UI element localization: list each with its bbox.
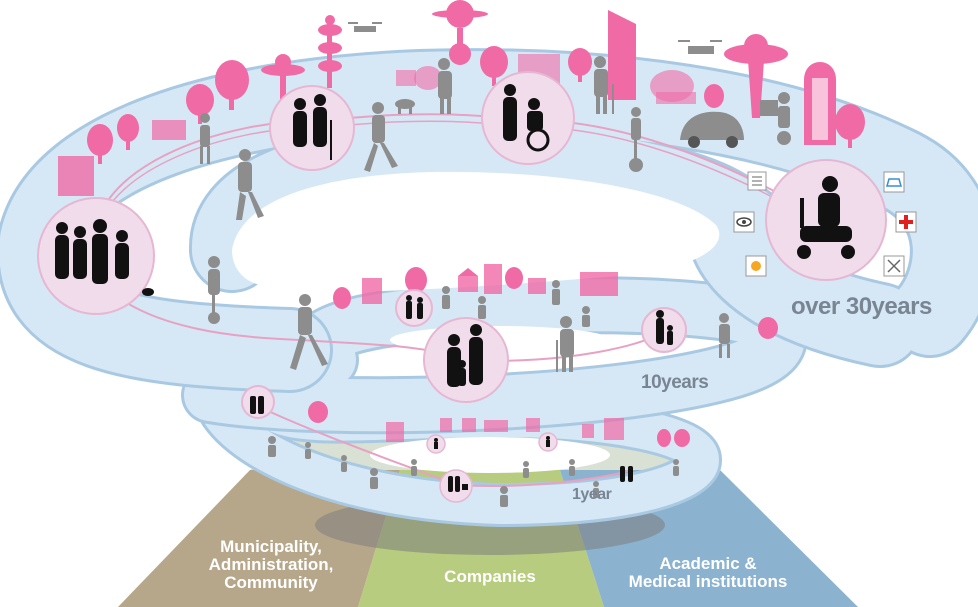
building-icon <box>604 418 624 440</box>
globe-tower-icon <box>432 0 488 65</box>
tree-icon <box>215 60 249 110</box>
tree-icon <box>758 317 778 339</box>
service-icons <box>733 171 917 277</box>
bubble-small-family <box>395 289 433 327</box>
bubble-stroller-family <box>439 469 473 503</box>
drone-icon <box>348 22 382 32</box>
person-walking-icon <box>364 102 398 172</box>
person-walking-icon <box>236 149 264 220</box>
car-icon <box>883 171 905 193</box>
life-stage-bubbles <box>37 71 887 503</box>
grey-figures <box>200 56 791 507</box>
person-running-icon <box>370 468 378 489</box>
person-icon <box>478 296 486 319</box>
tree-icon <box>405 267 427 293</box>
autonomous-car-icon <box>680 111 744 148</box>
bubble-infant-stage <box>426 434 446 454</box>
stakeholder-label-academic: Academic & Medical institutions <box>628 554 788 591</box>
person-icon <box>442 286 450 309</box>
elderly-couple-silhouette-icon <box>293 94 332 160</box>
person-icon <box>552 280 560 305</box>
bubble-toddler-stage <box>538 432 558 452</box>
bubble-young-family <box>423 317 509 403</box>
utensils-icon <box>883 255 905 277</box>
mobility-scooter-silhouette-icon <box>797 176 855 259</box>
stakeholder-label-municipality: Municipality, Administration, Community <box>208 537 334 592</box>
segway-rider-icon <box>629 107 643 172</box>
tree-icon <box>87 124 113 164</box>
person-icon <box>569 459 575 476</box>
tree-icon <box>657 429 671 447</box>
delivery-robot-icon <box>760 92 791 145</box>
saucer-tower-icon <box>261 54 305 102</box>
tower-icon <box>608 10 636 100</box>
person-running-icon <box>500 486 508 507</box>
dome-building-icon <box>152 120 186 140</box>
tree-icon <box>835 104 865 148</box>
young-family-silhouette-icon <box>447 324 483 387</box>
tree-icon <box>186 84 214 124</box>
dome-icon <box>414 66 442 90</box>
building-icon <box>396 70 416 86</box>
eye-icon <box>733 211 755 233</box>
building-icon <box>580 272 618 296</box>
sun-icon <box>745 255 767 277</box>
child-on-scooter-icon <box>208 256 220 324</box>
cityscape <box>58 10 865 447</box>
tree-icon <box>704 84 724 108</box>
building-icon <box>58 156 94 196</box>
timeline-label-over-30years: over 30years <box>791 293 932 320</box>
timeline-label-10years: 10years <box>641 372 709 393</box>
tree-icon <box>333 287 351 309</box>
spiral-center-void <box>232 171 720 292</box>
house-icon <box>458 276 478 292</box>
bubble-adult-family <box>37 197 155 315</box>
timeline-label-1year: 1year <box>572 486 612 503</box>
family-silhouette-icon <box>55 219 154 296</box>
building-icon <box>386 422 404 442</box>
person-walking-dog-icon <box>395 58 452 114</box>
person-walking-icon <box>200 113 210 164</box>
elderly-person-with-cane-icon <box>594 56 614 114</box>
stacked-tower-icon <box>318 15 342 88</box>
person-icon <box>523 461 529 478</box>
person-walking-icon <box>290 294 328 370</box>
municipality-zone <box>118 470 400 607</box>
person-walking-icon <box>719 313 730 358</box>
document-icon <box>747 171 767 191</box>
bubble-wheelchair-care <box>481 71 575 165</box>
bubble-elderly-couple <box>269 85 355 171</box>
bubble-couple-lower <box>241 385 275 419</box>
person-running-icon <box>268 436 276 457</box>
person-icon <box>341 455 347 472</box>
building-icon <box>484 264 502 294</box>
tree-icon <box>568 48 592 82</box>
capsule-tower-icon <box>804 62 836 145</box>
bubble-parent-child <box>641 307 687 353</box>
wheelchair-caregiver-silhouette-icon <box>503 84 550 152</box>
medical-cross-icon <box>895 211 917 233</box>
person-icon <box>593 481 599 498</box>
person-pair-icon <box>620 466 633 482</box>
elderly-person-with-cane-icon <box>556 316 574 372</box>
house-icon <box>528 278 546 294</box>
bubble-mobility-scooter <box>765 159 887 281</box>
tree-icon <box>505 267 523 289</box>
person-icon <box>411 459 417 476</box>
person-icon <box>305 442 311 459</box>
tree-icon <box>117 114 139 150</box>
person-icon <box>582 306 590 327</box>
stakeholder-label-companies: Companies <box>444 567 536 586</box>
building-icon <box>362 278 382 304</box>
futuristic-towers <box>261 0 836 145</box>
drone-icon <box>678 40 722 54</box>
tree-icon <box>674 429 690 447</box>
tree-icon <box>308 401 328 423</box>
person-icon <box>673 459 679 476</box>
tree-icon <box>480 46 508 86</box>
